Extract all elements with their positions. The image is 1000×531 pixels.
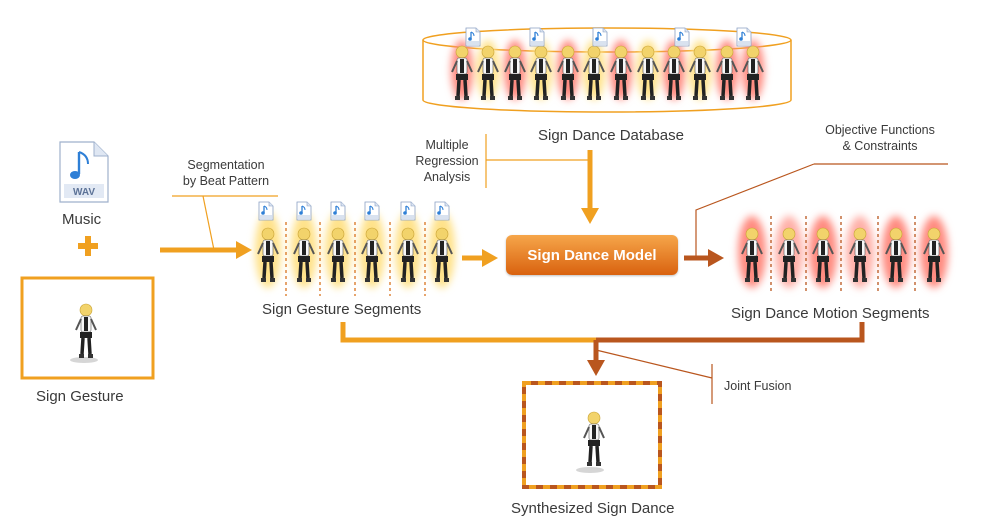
wav-text: WAV: [73, 187, 95, 198]
joint-fusion-label: Joint Fusion: [724, 379, 792, 393]
database-label: Sign Dance Database: [538, 127, 684, 144]
segmentation-line2: by Beat Pattern: [182, 174, 270, 188]
sign-dance-motion-segments: [738, 216, 948, 294]
objective-label: Objective Functions & Constraints: [806, 122, 954, 154]
regression-label: Multiple Regression Analysis: [412, 137, 482, 185]
objective-line2: & Constraints: [842, 139, 918, 153]
synthesized-frame: [522, 381, 662, 489]
arrow-database-to-model: [581, 208, 599, 224]
regression-line1: Multiple: [425, 138, 469, 152]
sign-dance-database: [422, 27, 792, 113]
arrow-to-synthesized: [587, 360, 605, 376]
sign-dance-model-box: Sign Dance Model: [506, 235, 678, 275]
merge-line-gesture: [340, 322, 865, 343]
sign-gesture-segments: [255, 201, 455, 296]
music-file-icon: WAV: [59, 141, 109, 203]
segmentation-line1: Segmentation: [187, 158, 265, 172]
sign-gesture-segments-label: Sign Gesture Segments: [262, 301, 422, 318]
segmentation-label: Segmentation by Beat Pattern: [176, 157, 276, 189]
objective-leader: [695, 163, 815, 258]
sign-gesture-label: Sign Gesture: [36, 388, 124, 405]
motion-segments-label: Sign Dance Motion Segments: [731, 305, 930, 322]
objective-line1: Objective Functions: [825, 123, 935, 137]
merge-line-motion: [596, 322, 865, 343]
arrow-model-to-motion: [708, 249, 724, 267]
regression-line3: Analysis: [423, 170, 471, 184]
synthesized-label: Synthesized Sign Dance: [511, 500, 675, 517]
music-label: Music: [62, 211, 102, 228]
regression-line2: Regression: [415, 154, 479, 168]
sign-gesture-frame: [20, 276, 155, 380]
arrow-segments-to-model: [482, 249, 498, 267]
plus-icon: [78, 236, 98, 256]
